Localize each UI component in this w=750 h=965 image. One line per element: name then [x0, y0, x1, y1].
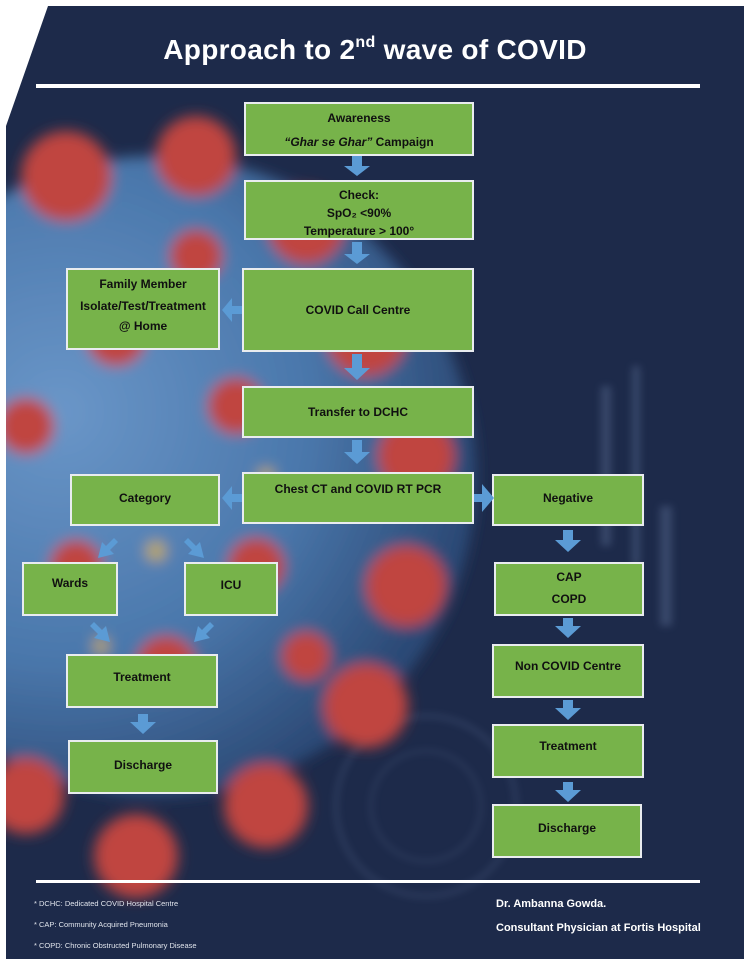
isolate-label: Isolate/Test/Treatment [80, 299, 206, 313]
call-centre-box: COVID Call Centre [242, 268, 474, 352]
arrows-layer [90, 156, 581, 802]
temperature-label: Temperature > 100° [303, 224, 415, 238]
treatment-left-label: Treatment [113, 670, 171, 684]
discharge-left-box: Discharge [68, 740, 218, 794]
author-name: Dr. Ambanna Gowda. [496, 898, 607, 910]
cap-label: CAP [556, 570, 582, 584]
category-box: Category [70, 474, 220, 526]
arrow-icon [555, 530, 581, 552]
icu-box: ICU [184, 562, 278, 616]
awareness-label: Awareness [327, 111, 391, 125]
arrow-icon [98, 538, 118, 558]
check-label: Check: [338, 188, 379, 202]
arrow-icon [184, 538, 204, 558]
category-label: Category [118, 491, 171, 505]
arrow-icon [222, 298, 242, 322]
treatment-right-box: Treatment [492, 724, 644, 778]
title-divider [36, 84, 700, 88]
transfer-box: Transfer to DCHC [242, 386, 474, 438]
wards-label: Wards [51, 576, 89, 590]
check-box: Check: SpO₂ <90% Temperature > 100° [244, 180, 474, 240]
home-label: @ Home [118, 319, 168, 333]
title-main: Approach to 2 [163, 34, 356, 65]
cap-copd-box: CAP COPD [494, 562, 644, 616]
arrow-icon [344, 242, 370, 264]
arrow-icon [555, 700, 581, 720]
page-title: Approach to 2nd wave of COVID [6, 34, 744, 66]
family-member-label: Family Member [99, 277, 187, 291]
poster: Approach to 2nd wave of COVID Awareness … [6, 6, 744, 959]
footer-divider [36, 880, 700, 883]
spo2-label: SpO₂ <90% [326, 206, 392, 220]
discharge-right-box: Discharge [492, 804, 642, 858]
discharge-right-label: Discharge [537, 821, 597, 835]
copd-label: COPD [551, 592, 587, 606]
transfer-label: Transfer to DCHC [307, 405, 408, 419]
campaign-suffix: Campaign [372, 135, 434, 149]
footnote-cap: * CAP: Community Acquired Pneumonia [34, 920, 168, 929]
arrow-icon [555, 618, 581, 638]
awareness-box: Awareness “Ghar se Ghar” Campaign [244, 102, 474, 156]
campaign-label: “Ghar se Ghar” Campaign [246, 132, 472, 152]
footnote-copd: * COPD: Chronic Obstructed Pulmonary Dis… [34, 941, 197, 950]
arrow-icon [194, 622, 214, 642]
title-rest: wave of COVID [375, 34, 587, 65]
arrow-icon [344, 440, 370, 464]
chest-ct-label: Chest CT and COVID RT PCR [274, 482, 442, 496]
arrow-icon [474, 484, 494, 512]
negative-label: Negative [542, 491, 594, 505]
author-role: Consultant Physician at Fortis Hospital [496, 922, 701, 934]
treatment-right-label: Treatment [539, 739, 597, 753]
negative-box: Negative [492, 474, 644, 526]
campaign-name: “Ghar se Ghar” [284, 135, 373, 149]
non-covid-centre-label: Non COVID Centre [514, 659, 621, 673]
discharge-left-label: Discharge [113, 758, 173, 772]
arrow-icon [344, 156, 370, 176]
title-superscript: nd [355, 33, 376, 51]
icu-label: ICU [220, 578, 242, 592]
arrow-icon [130, 714, 156, 734]
arrow-icon [555, 782, 581, 802]
arrow-icon [222, 486, 242, 510]
call-centre-label: COVID Call Centre [305, 303, 411, 317]
arrow-icon [344, 354, 370, 380]
arrow-icon [90, 622, 110, 642]
family-member-box: Family Member Isolate/Test/Treatment @ H… [66, 268, 220, 350]
chest-ct-box: Chest CT and COVID RT PCR [242, 472, 474, 524]
wards-box: Wards [22, 562, 118, 616]
footnote-dchc: * DCHC: Dedicated COVID Hospital Centre [34, 899, 179, 908]
treatment-left-box: Treatment [66, 654, 218, 708]
non-covid-centre-box: Non COVID Centre [492, 644, 644, 698]
